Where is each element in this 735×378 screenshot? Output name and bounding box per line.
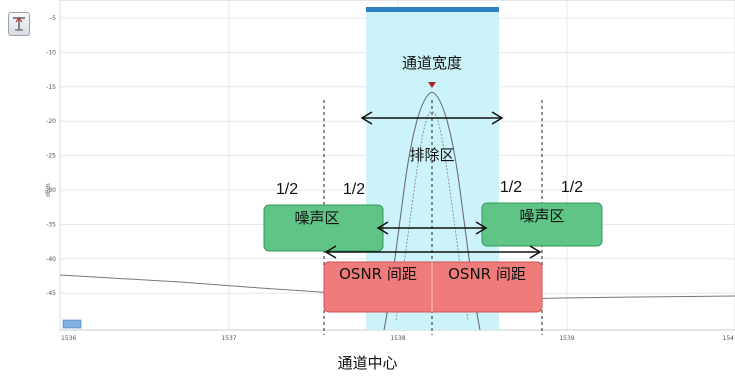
x-tick-label: 1539 [559,335,574,342]
cursor-tool-icon [13,17,25,31]
y-tick-label: -15 [46,84,56,91]
half-label-right-outer: 1/2 [561,179,583,196]
cursor-tool-button[interactable] [8,12,30,36]
signal-trace-outer [383,91,481,331]
noise-zone-label-right: 噪声区 [519,207,564,225]
osnr-spacing-label-right: OSNR 间距 [448,265,526,283]
scroll-thumb[interactable] [62,319,82,329]
y-axis-tick-labels: -5 -10 -15 -20 -25 -30 -35 -40 -45 [46,15,56,297]
y-tick-label: -30 [46,187,56,194]
peak-marker-icon [428,82,436,88]
half-label-right-inner: 1/2 [500,179,522,196]
x-tick-label: 1537 [221,335,236,342]
x-axis-tick-labels: 1536 1537 1538 1539 154 [61,335,734,342]
half-label-left-inner: 1/2 [343,181,365,198]
exclusion-zone-label: 排除区 [409,146,454,164]
osnr-spacing-label-left: OSNR 间距 [339,265,417,283]
exclusion-arrow [360,111,504,125]
y-tick-label: -25 [46,153,56,160]
noise-zone-box-right [481,202,603,247]
x-tick-label: 1536 [61,335,76,342]
y-tick-label: -45 [46,290,56,297]
osnr-spacing-box [323,261,543,313]
x-tick-label: 1538 [390,335,405,342]
y-axis-unit-label: dBm [45,183,52,197]
y-tick-label: -40 [46,256,56,263]
noise-zone-label-left: 噪声区 [294,209,339,227]
y-tick-label: -10 [46,49,56,56]
y-tick-label: -5 [50,15,56,22]
channel-width-label: 通道宽度 [402,54,462,72]
y-tick-label: -20 [46,118,56,125]
channel-center-caption: 通道中心 [337,354,398,372]
x-tick-label: 154 [723,335,735,342]
channel-width-bar [366,7,499,12]
osnr-spacing-arrow [324,245,542,259]
noise-gap-arrow [376,221,488,235]
y-tick-label: -35 [46,221,56,228]
half-label-left-outer: 1/2 [276,181,298,198]
